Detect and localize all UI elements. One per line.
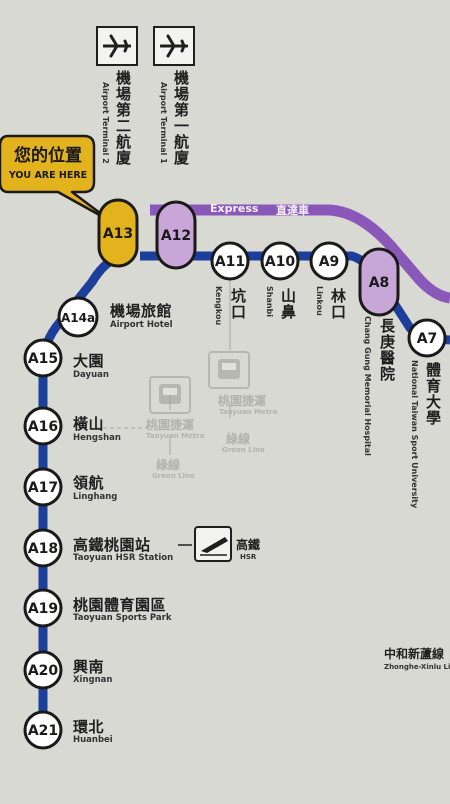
station-name-zh: 長庚醫院	[378, 318, 396, 382]
terminal2-name-en: Airport Terminal 2	[101, 82, 110, 164]
green-line-name-en: Green Line	[152, 472, 195, 480]
station-name-en: Kengkou	[214, 286, 223, 326]
station-code: A11	[215, 254, 245, 270]
station-code: A16	[28, 419, 58, 435]
station-name-zh: 環北	[73, 718, 105, 736]
station-name-en: Linghang	[73, 492, 118, 502]
you-are-here-en: YOU ARE HERE	[8, 170, 88, 181]
station-code: A21	[28, 723, 58, 739]
station-marker-a17: A17	[23, 467, 63, 507]
station-name-zh: 桃園體育園區	[73, 596, 167, 614]
station-code: A13	[103, 226, 133, 242]
station-code: A18	[28, 541, 58, 557]
station-marker-a11: A11	[210, 241, 250, 281]
station-marker-a16: A16	[23, 406, 63, 446]
hsr-icon	[194, 526, 232, 562]
station-name-en: Chang Gung Memorial Hospital	[363, 316, 372, 456]
station-marker-a14a: A14a	[57, 296, 99, 338]
station-name-en: Xingnan	[73, 675, 113, 685]
express-line	[150, 204, 450, 304]
station-marker-a7: A7	[407, 318, 447, 358]
station-code: A7	[417, 331, 438, 347]
zhonghe-line-en: Zhonghe-Xinlu Line	[384, 663, 450, 671]
hsr-label-zh: 高鐵	[236, 538, 261, 552]
green-line-name-zh: 綠線	[226, 432, 251, 446]
you-are-here-callout	[0, 134, 114, 224]
green-line-metro-zh: 桃園捷運	[146, 418, 195, 432]
station-name-en: Airport Hotel	[110, 320, 173, 330]
station-code: A12	[161, 228, 191, 244]
station-name-en: National Taiwan Sport University	[410, 360, 419, 509]
station-code: A15	[28, 351, 58, 367]
station-marker-a13: A13	[97, 198, 139, 268]
station-code: A10	[265, 254, 296, 270]
station-name-zh: 山鼻	[279, 288, 297, 320]
station-code: A14a	[61, 311, 95, 325]
station-name-zh: 橫山	[73, 415, 105, 433]
station-name-en: Taoyuan HSR Station	[73, 553, 174, 563]
green-line-name-zh: 綠線	[156, 458, 181, 472]
station-marker-a8: A8	[358, 247, 400, 317]
you-are-here-zh: 您的位置	[14, 146, 82, 166]
station-name-zh: 大園	[73, 352, 105, 370]
station-name-en: Hengshan	[73, 433, 121, 443]
station-marker-a20: A20	[23, 650, 63, 690]
station-code: A20	[28, 663, 59, 679]
station-marker-a15: A15	[23, 338, 63, 378]
station-name-zh: 林口	[329, 288, 347, 320]
station-name-zh: 高鐵桃園站	[73, 536, 151, 554]
green-line-metro-en: Taoyuan Metro	[219, 408, 278, 416]
express-label-zh: 直達車	[276, 204, 309, 217]
terminal1-name-zh: 機場第一航廈	[172, 70, 190, 166]
station-name-zh: 興南	[73, 658, 105, 676]
green-line-metro-zh: 桃園捷運	[218, 394, 267, 408]
station-name-zh: 領航	[73, 474, 105, 492]
station-code: A17	[28, 480, 58, 496]
station-name-en: Linkou	[315, 286, 324, 316]
terminal2-name-zh: 機場第二航廈	[114, 70, 132, 166]
airplane-icon	[153, 26, 195, 66]
station-marker-a12: A12	[155, 200, 197, 270]
hsr-label-en: HSR	[240, 553, 257, 561]
station-name-en: Shanbi	[265, 286, 274, 318]
station-name-zh: 坑口	[229, 288, 247, 320]
metro-icon-faded	[149, 351, 250, 414]
station-marker-a18: A18	[23, 528, 63, 568]
station-name-en: Huanbei	[73, 735, 113, 745]
airplane-icon	[96, 26, 138, 66]
station-name-en: Taoyuan Sports Park	[73, 613, 172, 623]
station-code: A9	[319, 254, 340, 270]
station-name-en: Dayuan	[73, 370, 109, 380]
station-code: A19	[28, 601, 58, 617]
terminal1-name-en: Airport Terminal 1	[159, 82, 168, 164]
zhonghe-line-zh: 中和新蘆線	[384, 647, 445, 661]
station-name-zh: 體育大學	[424, 362, 442, 426]
station-code: A8	[369, 275, 390, 291]
station-marker-a19: A19	[23, 588, 63, 628]
station-marker-a21: A21	[23, 710, 63, 750]
green-line-metro-en: Taoyuan Metro	[146, 432, 205, 440]
station-marker-a10: A10	[260, 241, 300, 281]
express-label-en: Express	[210, 202, 259, 215]
station-marker-a9: A9	[309, 241, 349, 281]
station-name-zh: 機場旅館	[110, 302, 173, 320]
green-line-name-en: Green Line	[222, 446, 265, 454]
